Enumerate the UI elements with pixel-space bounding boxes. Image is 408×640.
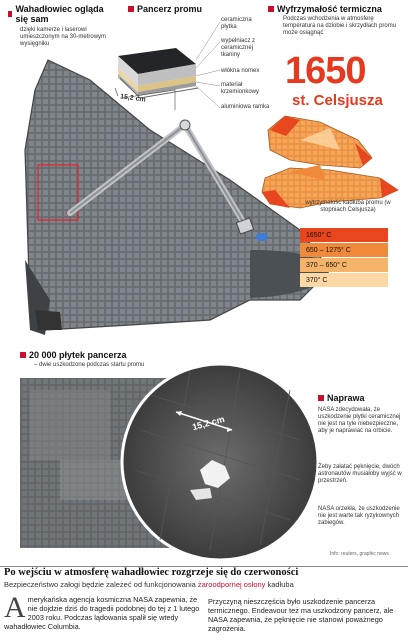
- article-col2: Przyczyną nieszczęścia było uszkodzenie …: [208, 597, 394, 633]
- tile-label-4: materiał krzemionkowy: [221, 82, 260, 95]
- orange-shuttle-top: [267, 115, 373, 169]
- plytki-title: 20 000 płytek pancerza: [20, 350, 127, 360]
- naprawa-p2: Żeby załatać pęknięcie, dwóch astronautó…: [318, 464, 402, 484]
- section-marker: [20, 352, 26, 358]
- article-headline: Po wejściu w atmosferę wahadłowiec rozgr…: [4, 567, 299, 578]
- temp-desc: Podczas wchodzenia w atmosferę temperatu…: [283, 16, 397, 36]
- section-marker: [268, 6, 274, 12]
- tile-label-3: włókna nomex: [221, 68, 260, 74]
- wahadlowiec-title: Wahadłowiec ogląda się sam: [8, 4, 108, 24]
- divider: [0, 566, 408, 567]
- orange-shuttle-bottom: [261, 165, 399, 209]
- section-marker: [128, 6, 134, 12]
- tile-cross-section: [114, 48, 199, 99]
- legend-item: 370 – 650° C: [300, 258, 388, 272]
- tile-label-2: wypełniacz z ceramicznej tkaniny: [221, 38, 256, 58]
- damage-highlight: [37, 164, 79, 221]
- naprawa-p3: NASA orzekła, że uszkodzenie nie jest wa…: [318, 506, 400, 526]
- plytki-desc: – dwie uszkodzone podczas startu promu: [34, 362, 145, 368]
- legend-item: 650 – 1275° C: [300, 243, 388, 257]
- dropcap: A: [4, 591, 26, 624]
- section-marker: [318, 395, 324, 401]
- tile-label-1: ceramiczna płytka: [221, 17, 252, 30]
- legend-title: wytrzymałość kadłuba promu (w stopniach …: [305, 200, 391, 213]
- legend-item: 370° C: [300, 273, 388, 287]
- temp-title: Wyfrzymałość termiczna: [268, 4, 382, 14]
- temperature-legend: 1650° C 650 – 1275° C 370 – 650° C 370° …: [300, 228, 388, 288]
- section-marker: [8, 11, 13, 17]
- tile-label-5: aluminiowa ramka: [221, 104, 270, 110]
- article-subtitle: Bezpieczeństwo załogi będzie zależeć od …: [4, 580, 294, 589]
- legend-item: 1650° C: [300, 228, 388, 242]
- robotic-arm: [67, 119, 268, 241]
- source-note: Info: reuters, graphic news: [330, 551, 389, 557]
- temp-value: 1650: [285, 50, 367, 92]
- pancerz-title: Pancerz promu: [128, 4, 202, 14]
- temp-unit: st. Celsjusza: [292, 92, 383, 109]
- magnified-damage: [120, 362, 320, 560]
- naprawa-title: Naprawa: [318, 393, 365, 403]
- wahadlowiec-desc: dzięki kamerze i laserowi umieszczonym n…: [20, 27, 107, 47]
- naprawa-p1: NASA zdecydowała, że uszkodzenie płytki …: [318, 407, 401, 434]
